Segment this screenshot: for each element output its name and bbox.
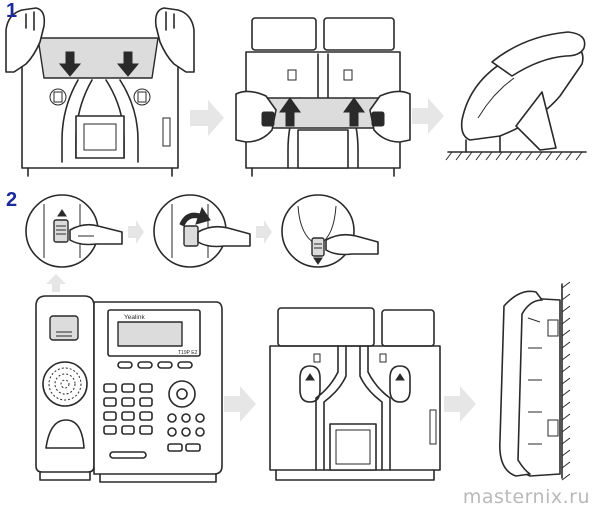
cable-box [75, 115, 125, 159]
step2-hook-detail-1 [25, 194, 123, 268]
handset [499, 290, 543, 477]
cable-box [297, 129, 349, 169]
down-arrow-icon [58, 51, 82, 77]
flow-arrow-icon [444, 386, 476, 422]
step1-desk-side-view [445, 31, 587, 161]
step2-back-view [269, 307, 441, 481]
stand [261, 97, 385, 129]
step2-hook-detail-2 [153, 194, 251, 268]
down-arrow-icon [116, 51, 140, 77]
hand-icon [369, 90, 411, 143]
function-keys [167, 413, 205, 452]
up-arrow-icon [57, 209, 67, 217]
hand-icon [69, 223, 123, 246]
brand-label: Yealink [124, 314, 145, 321]
model-label: T19P E2 [178, 350, 198, 356]
cable-box [329, 423, 377, 471]
flow-arrow-icon [128, 220, 144, 244]
down-arrow-icon [313, 257, 323, 265]
hand-icon [154, 7, 195, 73]
up-arrow-icon [343, 97, 365, 127]
earpiece [45, 419, 85, 449]
hand-icon [325, 233, 379, 256]
flow-arrow-icon [190, 100, 224, 136]
flow-arrow-icon [256, 220, 272, 244]
up-arrow-icon [279, 97, 301, 127]
stand [515, 91, 557, 151]
step1-attach-stand-panel [5, 7, 195, 177]
watermark: masternix.ru [462, 486, 590, 508]
wall-mount-hole [299, 365, 321, 403]
step2-wall-side-view [499, 281, 571, 481]
flow-arrow-icon [224, 386, 256, 422]
keypad [103, 383, 153, 435]
up-arrow-icon [46, 274, 66, 292]
wall-mount-hole [389, 365, 411, 403]
stand [37, 37, 159, 79]
hand-icon [235, 90, 277, 143]
step-number-2: 2 [6, 189, 18, 211]
rotate-arrow-icon [179, 206, 211, 227]
flow-arrow-icon [412, 98, 444, 134]
step1-lock-stand-panel [235, 17, 411, 177]
step2-hook-detail-3 [281, 194, 379, 268]
hookswitch [49, 315, 79, 341]
soft-keys [117, 361, 193, 369]
hand-icon [197, 225, 251, 248]
step-number-1: 1 [6, 0, 18, 22]
speaker-grille [42, 361, 88, 407]
step2-phone-front-view: Yealink T19P E2 [35, 295, 223, 483]
volume-key [109, 451, 147, 459]
handset [491, 31, 586, 77]
